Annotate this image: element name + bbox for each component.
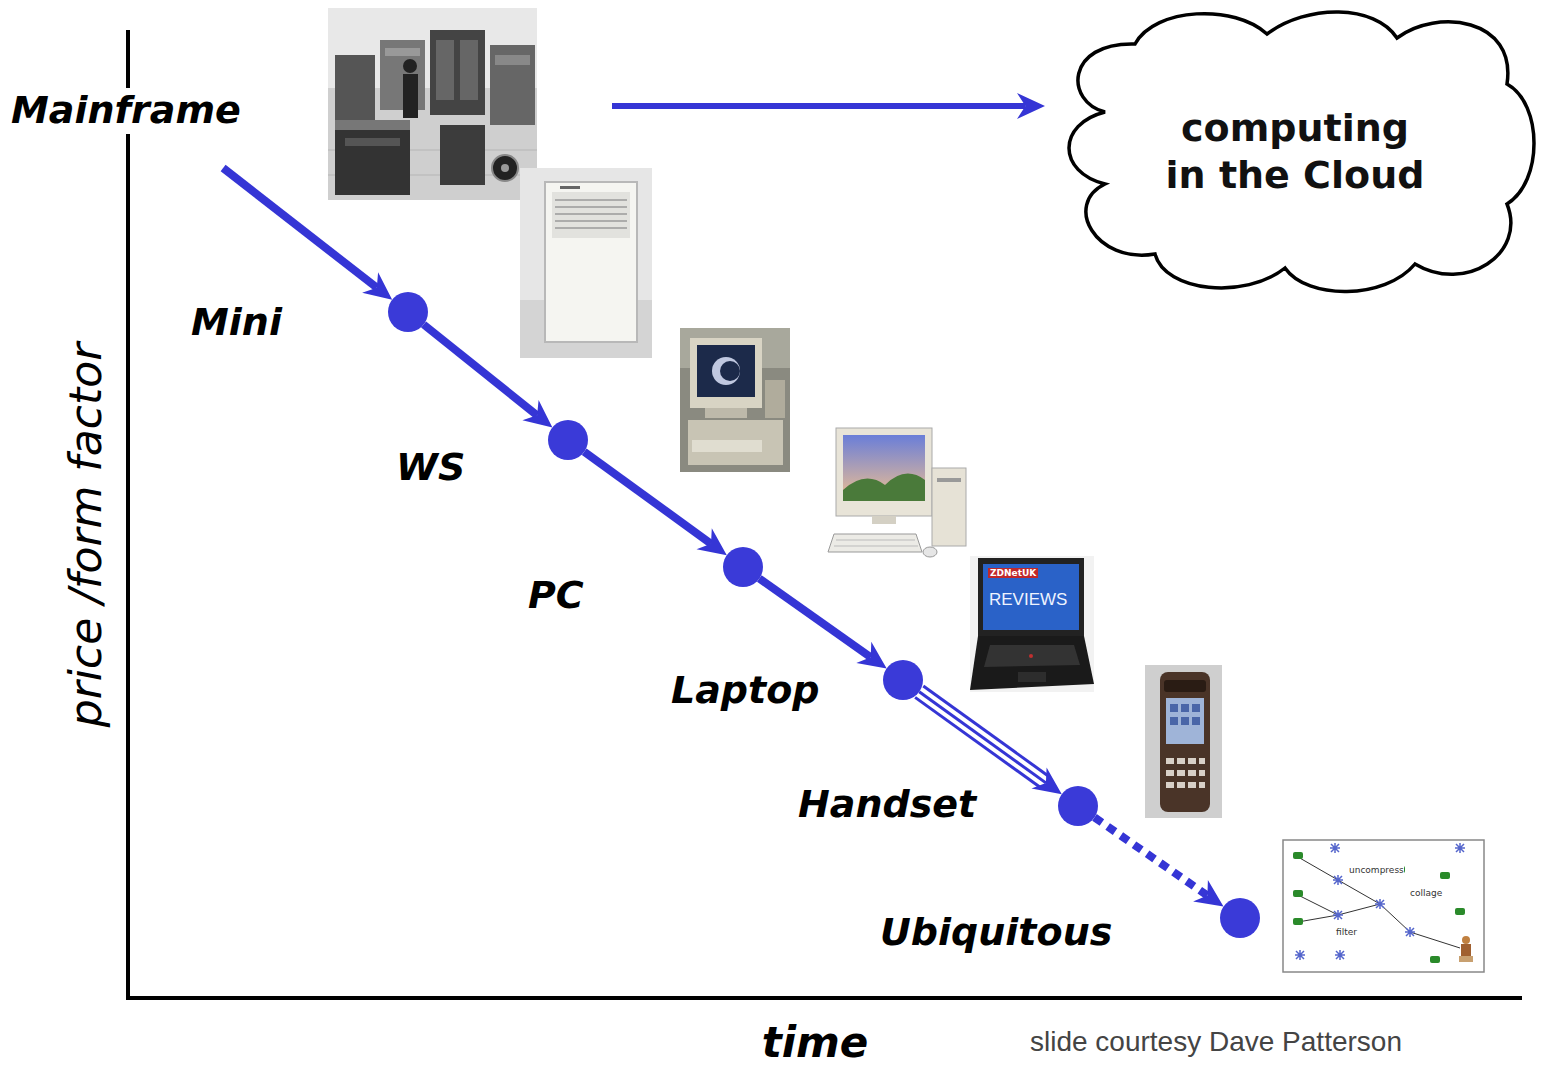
arrow-head — [1193, 880, 1223, 907]
pc-photo — [828, 428, 966, 557]
screen-logo: ZDNetUK — [988, 568, 1038, 578]
arrow-head — [856, 642, 886, 669]
transition-arrow — [223, 168, 392, 300]
arrow-head — [522, 400, 552, 428]
era-label: Handset — [795, 782, 979, 828]
arrow-line — [1095, 817, 1208, 895]
arrow-line — [223, 168, 377, 288]
transition-arrow — [759, 579, 886, 669]
network-label: filter — [1336, 927, 1357, 937]
arrow-line — [919, 692, 1046, 783]
x-axis — [126, 996, 1522, 1000]
credit-note: slide courtesy Dave Patterson — [1030, 1026, 1402, 1058]
transition-arrow — [584, 452, 727, 556]
cloud-text: computing in the Cloud — [1158, 105, 1433, 200]
era-label: Mainframe — [8, 88, 244, 134]
arrow-head — [1032, 767, 1062, 794]
cloud-outline — [1045, 2, 1545, 302]
transition-arrow — [915, 686, 1062, 794]
era-label: WS — [393, 445, 468, 491]
arrow-line — [759, 579, 870, 658]
network-label: collage — [1410, 888, 1442, 898]
mainframe-group: Mainframe — [0, 8, 612, 168]
person-icon — [1459, 936, 1473, 962]
era-dot: Laptop — [883, 660, 923, 700]
workstation-photo — [680, 328, 790, 472]
screen-text: REVIEWS — [989, 590, 1067, 610]
arrow-head — [1017, 93, 1045, 119]
cloud-shape: computing in the Cloud — [1045, 2, 1545, 302]
laptop-photo — [970, 556, 1094, 692]
axis-title: price /form factor — [60, 343, 111, 728]
arrow-line — [915, 697, 1042, 788]
arrow-line — [424, 325, 537, 416]
arrow-head — [362, 272, 392, 300]
minicomputer-photo — [520, 168, 652, 358]
transition-arrow — [612, 93, 1045, 119]
era-dot: Handset — [1058, 786, 1098, 826]
ubiquitous-network-picture — [1283, 840, 1484, 972]
arrow-line — [923, 686, 1050, 777]
axis-title: time — [762, 1018, 869, 1067]
arrow-line — [584, 452, 711, 544]
y-axis — [126, 30, 130, 1000]
transition-arrow — [424, 325, 553, 428]
era-label: PC — [525, 573, 587, 619]
era-label: Laptop — [668, 668, 823, 714]
era-dot: PC — [723, 547, 763, 587]
era-dot: Mini — [388, 292, 428, 332]
arrow-head — [697, 528, 727, 555]
era-dot: WS — [548, 420, 588, 460]
transition-arrow — [1095, 817, 1224, 906]
era-label: Ubiquitous — [877, 910, 1115, 956]
mainframe-photo — [328, 8, 537, 200]
era-label: Mini — [188, 300, 285, 346]
network-label: uncompress — [1349, 865, 1404, 875]
handset-photo — [1145, 665, 1222, 818]
era-dot: Ubiquitous — [1220, 898, 1260, 938]
arrow-line — [612, 103, 1025, 109]
